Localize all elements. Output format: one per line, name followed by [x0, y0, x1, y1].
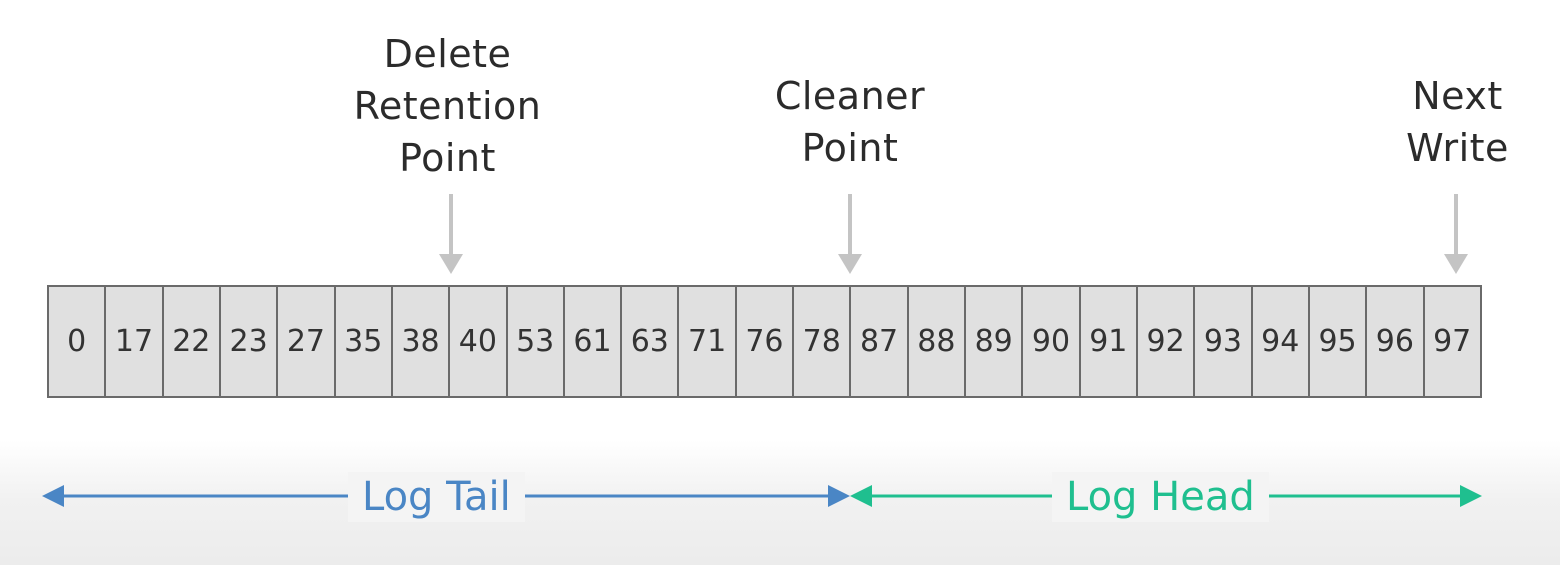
log-tail-right-arrowhead [828, 485, 850, 507]
log-offset-cell: 87 [851, 287, 909, 396]
cleaner-point-label: Cleaner Point [774, 74, 926, 170]
log-span-arrows [42, 485, 1482, 507]
log-offset-cell: 22 [163, 287, 221, 396]
log-head-right-arrowhead [1460, 485, 1482, 507]
log-offset-cell: 35 [335, 287, 393, 396]
log-offset-cell: 17 [106, 287, 164, 396]
log-offset-cell: 53 [507, 287, 565, 396]
log-offset-cell: 76 [736, 287, 795, 396]
log-offset-cell: 89 [966, 287, 1024, 396]
next-write-label: Next Write [1406, 74, 1509, 170]
cleaner-pointer-arrow [838, 194, 862, 274]
log-offset-cell: 94 [1252, 287, 1310, 396]
delete-retention-pointer-arrow [439, 194, 463, 274]
log-offset-cell: 78 [794, 287, 852, 396]
log-offset-cell: 95 [1309, 287, 1368, 396]
log-offset-cell: 97 [1424, 287, 1480, 396]
log-offset-cell: 92 [1137, 287, 1196, 396]
log-offset-cell: 40 [450, 287, 508, 396]
log-head-left-arrowhead [850, 485, 872, 507]
log-offset-cell: 93 [1195, 287, 1253, 396]
log-offset-cell: 38 [392, 287, 451, 396]
log-tail-left-arrowhead [42, 485, 64, 507]
log-offset-cell: 96 [1367, 287, 1425, 396]
log-offset-cell: 71 [679, 287, 737, 396]
log-offset-cell: 61 [564, 287, 623, 396]
log-offset-cell: 23 [220, 287, 279, 396]
log-offset-cell: 27 [278, 287, 336, 396]
next-write-pointer-arrow [1444, 194, 1468, 274]
log-offset-cell: 90 [1023, 287, 1081, 396]
log-offset-cell: 91 [1080, 287, 1138, 396]
log-offset-cell: 88 [908, 287, 966, 396]
log-tail-label: Log Tail [348, 472, 525, 522]
log-head-label: Log Head [1052, 472, 1269, 522]
delete-retention-point-label: Delete Retention Point [353, 32, 542, 180]
log-offset-cell: 63 [622, 287, 680, 396]
log-offset-cell: 0 [49, 287, 107, 396]
